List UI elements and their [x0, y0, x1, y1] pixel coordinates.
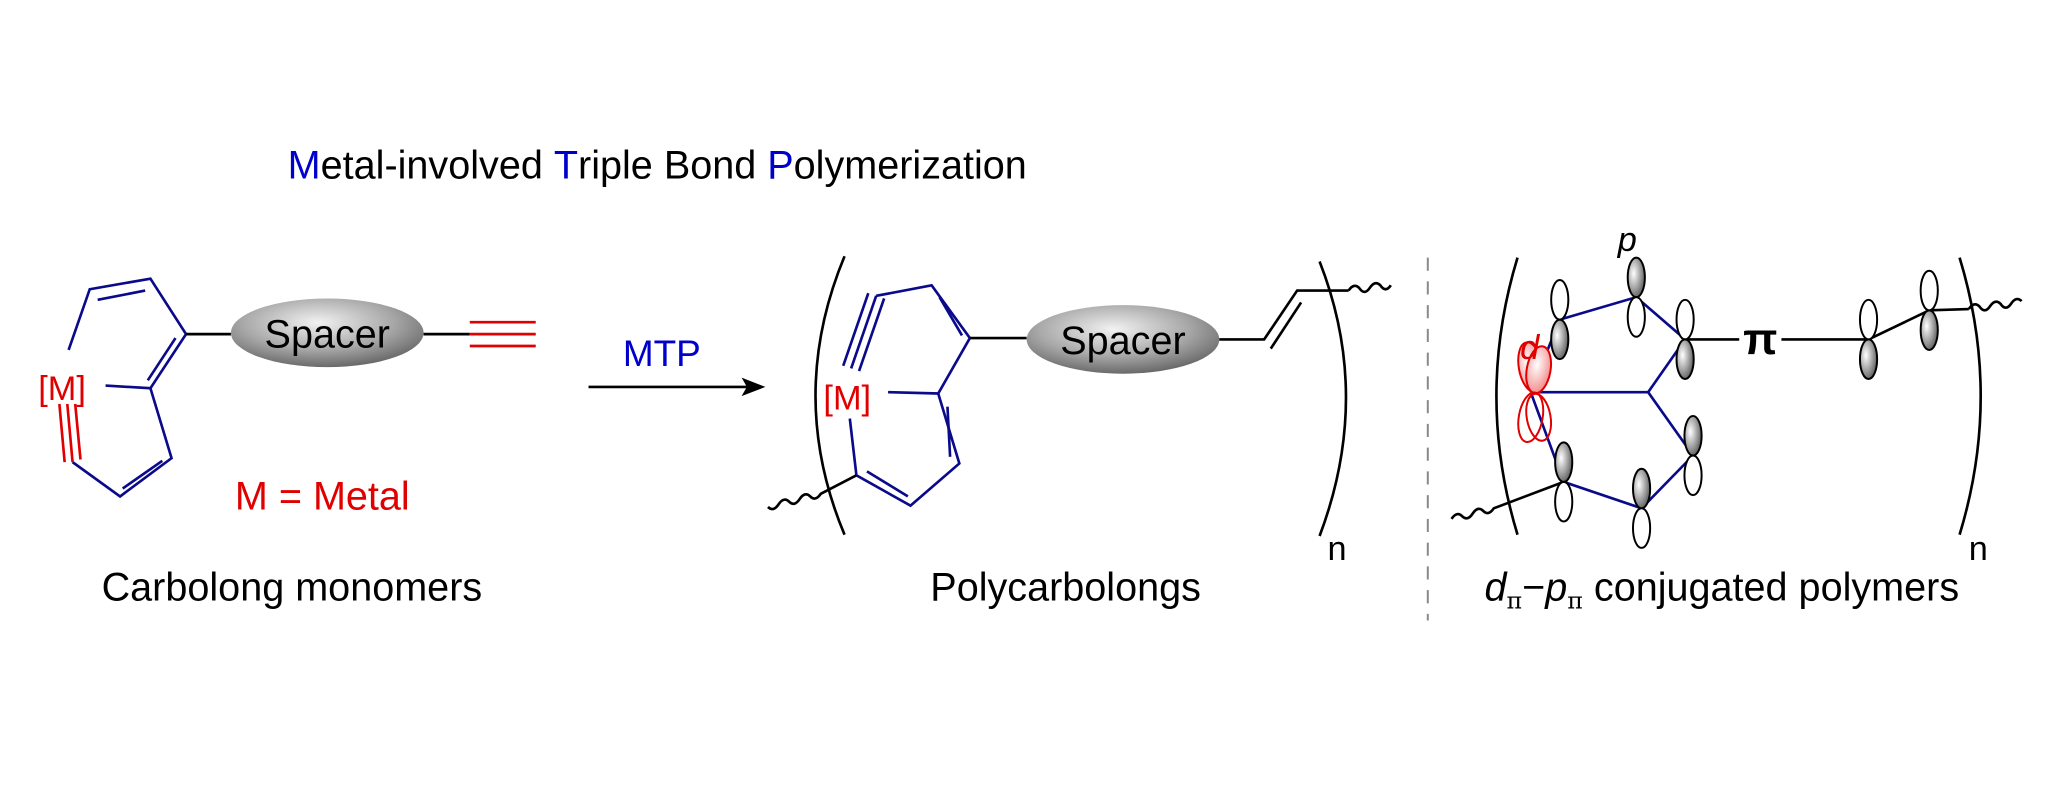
- monomer-ring-upper: [67, 277, 188, 390]
- right-paren: [1318, 261, 1348, 537]
- p-orbitals: [1550, 256, 1939, 549]
- title-initial-t: T: [554, 143, 578, 187]
- polymer-caption: Polycarbolongs: [930, 566, 1201, 610]
- wavy-bond-left: [767, 474, 858, 511]
- wavy-bond-left: [1450, 480, 1565, 520]
- polymer-ring-upper: [875, 283, 972, 395]
- orbital-lobe: [1683, 454, 1703, 497]
- orbital-lobe: [1632, 507, 1652, 549]
- spacer-label: Spacer: [1060, 319, 1185, 363]
- wavy-bond-right: [1347, 281, 1392, 294]
- metal-label: [M]: [38, 370, 86, 408]
- orbital-lobe: [1632, 467, 1652, 510]
- p-orbital-icon: [1675, 298, 1695, 380]
- orbital-lobe: [1919, 309, 1939, 351]
- d-label: d: [1520, 329, 1540, 367]
- orbital-lobe: [1675, 298, 1695, 341]
- orbital-lobe: [1626, 296, 1646, 338]
- right-paren: [1958, 257, 1982, 536]
- monomer-ring-lower: [71, 387, 174, 499]
- title-text: etal-involved: [321, 143, 554, 187]
- spacer-ellipse: [230, 298, 424, 368]
- p-label: p: [1617, 221, 1637, 259]
- p-orbital-icon: [1858, 298, 1879, 380]
- title-text: olymerization: [794, 143, 1027, 187]
- repeat-n: n: [1328, 530, 1347, 568]
- carbolong-monomer: [M] Spacer M = Metal Carbolong monomers: [38, 277, 536, 610]
- left-paren: [814, 255, 846, 536]
- orbital-lobe: [1550, 279, 1570, 321]
- p-orbital-icon: [1626, 256, 1646, 338]
- arrow-head-icon: [741, 377, 766, 397]
- backbone-bonds: [1685, 307, 1969, 341]
- repeat-n: n: [1969, 530, 1988, 568]
- p-orbital-icon: [1632, 467, 1652, 549]
- p-orbital-icon: [1683, 414, 1703, 497]
- polymer-triple-bond: [849, 295, 878, 369]
- arrow-label: MTP: [623, 333, 701, 374]
- spacer-label: Spacer: [265, 312, 390, 356]
- spacer-ellipse: [1026, 305, 1220, 374]
- orbital-lobe: [1550, 318, 1570, 361]
- title-text: riple Bond: [578, 143, 767, 187]
- orbital-lobe: [1683, 414, 1703, 457]
- polycarbolong: [M] Spacer n Polycarbolongs: [767, 255, 1392, 610]
- alkyne-triple-bond: [469, 320, 536, 348]
- polymer-ring-lower: [848, 393, 961, 508]
- orbital-lobe: [1554, 480, 1574, 523]
- orbital-lobe: [1554, 441, 1574, 483]
- orbital-lobe: [1919, 269, 1939, 312]
- conjugated-caption: dπ−pπ conjugated polymers: [1485, 566, 1960, 615]
- wavy-bond-right: [1967, 297, 2023, 312]
- title-initial-p: P: [767, 143, 793, 187]
- orbital-lobe: [1626, 256, 1646, 299]
- orbital-lobe: [1675, 338, 1695, 380]
- vinylene-bond: [1219, 289, 1349, 341]
- polymer-metal-label: [M]: [823, 379, 871, 417]
- orbital-lobe: [1858, 338, 1879, 380]
- metal-triple-bond: [58, 403, 66, 463]
- p-orbital-icon: [1554, 441, 1574, 523]
- title-initial-m: M: [288, 143, 321, 187]
- left-paren: [1495, 257, 1519, 536]
- orbital-lobe: [1858, 298, 1879, 341]
- reaction-arrow: MTP: [588, 333, 766, 397]
- pi-spacer-label: π: [1743, 313, 1777, 364]
- p-orbital-icon: [1550, 279, 1570, 361]
- monomer-caption: Carbolong monomers: [102, 566, 483, 610]
- metal-legend: M = Metal: [235, 475, 410, 519]
- dpi-ppi-conjugated-polymer: d p π n dπ−pπ conjugated polymers: [1450, 221, 2023, 615]
- title: Metal-involved Triple Bond Polymerizatio…: [288, 143, 1027, 187]
- d-orbital-icon: [1517, 341, 1553, 444]
- p-orbital-icon: [1919, 269, 1939, 351]
